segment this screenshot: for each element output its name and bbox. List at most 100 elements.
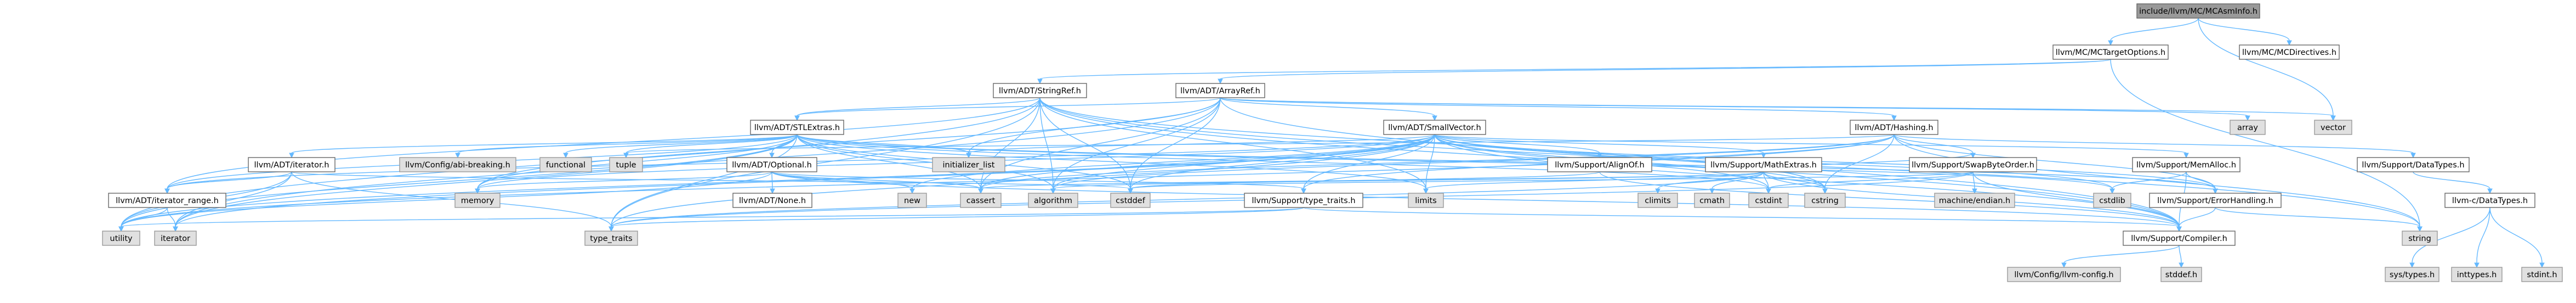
node-box — [1244, 193, 1363, 208]
node-stringref[interactable]: llvm/ADT/StringRef.h — [993, 83, 1087, 98]
node-type_traits: type_traits — [584, 231, 638, 246]
edge-arrowhead — [2061, 262, 2067, 268]
node-label: llvm/ADT/None.h — [739, 197, 806, 205]
edge-swapbyte-to-cstdint — [1766, 171, 1974, 194]
node-box — [1934, 193, 2015, 208]
edge-line — [771, 171, 1304, 189]
node-box — [1850, 120, 1938, 135]
node-none[interactable]: llvm/ADT/None.h — [732, 193, 812, 208]
node-mcdirectives[interactable]: llvm/MC/MCDirectives.h — [2239, 44, 2340, 60]
node-label: stdint.h — [2527, 271, 2557, 279]
node-box — [2451, 267, 2503, 282]
node-label: llvm/ADT/Optional.h — [732, 161, 812, 170]
edge-line — [1303, 134, 1435, 189]
node-label: algorithm — [1034, 197, 1072, 205]
node-cassert: cassert — [960, 193, 1002, 208]
node-llvmc_datatypes[interactable]: llvm-c/DataTypes.h — [2444, 193, 2535, 208]
edge-line — [771, 171, 981, 189]
node-alignof[interactable]: llvm/Support/AlignOf.h — [1547, 157, 1652, 172]
edge-line — [611, 171, 1764, 227]
edge-arrayref-to-vector — [1220, 97, 2336, 121]
edge-line — [121, 134, 1895, 227]
node-box — [1748, 193, 1789, 208]
node-label: stddef.h — [2165, 271, 2197, 279]
edge-arrowhead — [2474, 262, 2480, 268]
node-box — [960, 193, 1002, 208]
node-mctarget[interactable]: llvm/MC/MCTargetOptions.h — [2052, 44, 2169, 60]
node-typetraits_llvm[interactable]: llvm/Support/type_traits.h — [1244, 193, 1363, 208]
node-iterator_range[interactable]: llvm/ADT/iterator_range.h — [108, 193, 226, 208]
node-box — [584, 231, 638, 246]
edge-optional-to-none — [770, 171, 775, 194]
edge-hashing-to-datatypes — [1893, 134, 2416, 159]
node-memalloc[interactable]: llvm/Support/MemAlloc.h — [2132, 157, 2241, 172]
edge-arrowhead — [770, 188, 775, 194]
edge-arrowhead — [2330, 115, 2336, 121]
edge-line — [625, 134, 798, 154]
node-box — [726, 157, 817, 172]
node-root[interactable]: include/llvm/MC/MCAsmInfo.h — [2136, 3, 2260, 19]
node-box — [2132, 157, 2241, 172]
edge-arrowhead — [2245, 115, 2250, 121]
edge-line — [1039, 97, 1131, 189]
node-stddef: stddef.h — [2160, 267, 2202, 282]
node-vector: vector — [2314, 120, 2352, 135]
node-label: cstring — [1811, 197, 1839, 205]
edge-optional-to-typetraits_llvm — [771, 171, 1306, 194]
node-optional[interactable]: llvm/ADT/Optional.h — [726, 157, 817, 172]
node-hashing[interactable]: llvm/ADT/Hashing.h — [1850, 120, 1938, 135]
edge-line — [175, 134, 1435, 227]
node-box — [2230, 120, 2266, 135]
node-label: functional — [546, 161, 585, 170]
node-box — [1028, 193, 1078, 208]
node-smallvector[interactable]: llvm/ADT/SmallVector.h — [1383, 120, 1486, 135]
edge-line — [980, 171, 1764, 189]
node-array: array — [2230, 120, 2266, 135]
edge-root-to-mcdirectives — [2198, 18, 2292, 46]
edge-line — [2198, 18, 2290, 41]
edge-arrowhead — [623, 153, 629, 159]
node-box — [897, 193, 927, 208]
node-box — [2239, 44, 2340, 60]
node-swapbyte[interactable]: llvm/Support/SwapByteOrder.h — [1909, 157, 2037, 172]
edge-line — [2413, 171, 2490, 189]
node-box — [609, 157, 643, 172]
node-string: string — [2402, 231, 2438, 246]
edge-memalloc-to-errorhandling — [2186, 171, 2218, 194]
edge-line — [121, 207, 168, 227]
edge-swapbyte-to-machine_endian — [1972, 171, 1977, 194]
node-stlextras[interactable]: llvm/ADT/STLExtras.h — [750, 120, 844, 135]
edge-arrowhead — [2109, 188, 2115, 194]
node-machine_endian: machine/endian.h — [1934, 193, 2015, 208]
edge-line — [1893, 134, 2216, 189]
edge-datatypes-to-llvmc_datatypes — [2413, 171, 2493, 194]
node-compiler[interactable]: llvm/Support/Compiler.h — [2123, 231, 2236, 246]
node-label: vector — [2321, 124, 2346, 132]
node-mathextras[interactable]: llvm/Support/MathExtras.h — [1705, 157, 1822, 172]
edge-iterator_range-to-iterator_std — [167, 207, 178, 232]
node-errorhandling[interactable]: llvm/Support/ErrorHandling.h — [2149, 193, 2282, 208]
node-label: llvm/ADT/ArrayRef.h — [1180, 87, 1260, 96]
edge-line — [1763, 171, 1826, 189]
node-label: tuple — [616, 161, 636, 170]
node-memory: memory — [454, 193, 501, 208]
edge-line — [2198, 18, 2334, 116]
node-label: type_traits — [590, 234, 632, 243]
edge-arrowhead — [455, 153, 460, 159]
edge-stlextras-to-functional — [563, 134, 798, 159]
node-datatypes[interactable]: llvm/Support/DataTypes.h — [2357, 157, 2470, 172]
edge-root-to-mctarget — [2108, 18, 2199, 46]
node-label: initializer_list — [943, 161, 995, 170]
edge-smallvector-to-memalloc — [1434, 134, 2189, 159]
edge-line — [611, 134, 1435, 227]
edge-arrowhead — [2176, 226, 2182, 232]
edge-line — [1130, 97, 1221, 189]
node-label: new — [904, 197, 920, 205]
edge-layer — [118, 18, 2545, 268]
node-iterator_h[interactable]: llvm/ADT/iterator.h — [248, 157, 335, 172]
node-label: llvm/ADT/STLExtras.h — [754, 124, 840, 132]
node-arrayref[interactable]: llvm/ADT/ArrayRef.h — [1175, 83, 1265, 98]
edge-line — [1220, 97, 1435, 116]
node-label: llvm/Support/type_traits.h — [1252, 197, 1355, 205]
